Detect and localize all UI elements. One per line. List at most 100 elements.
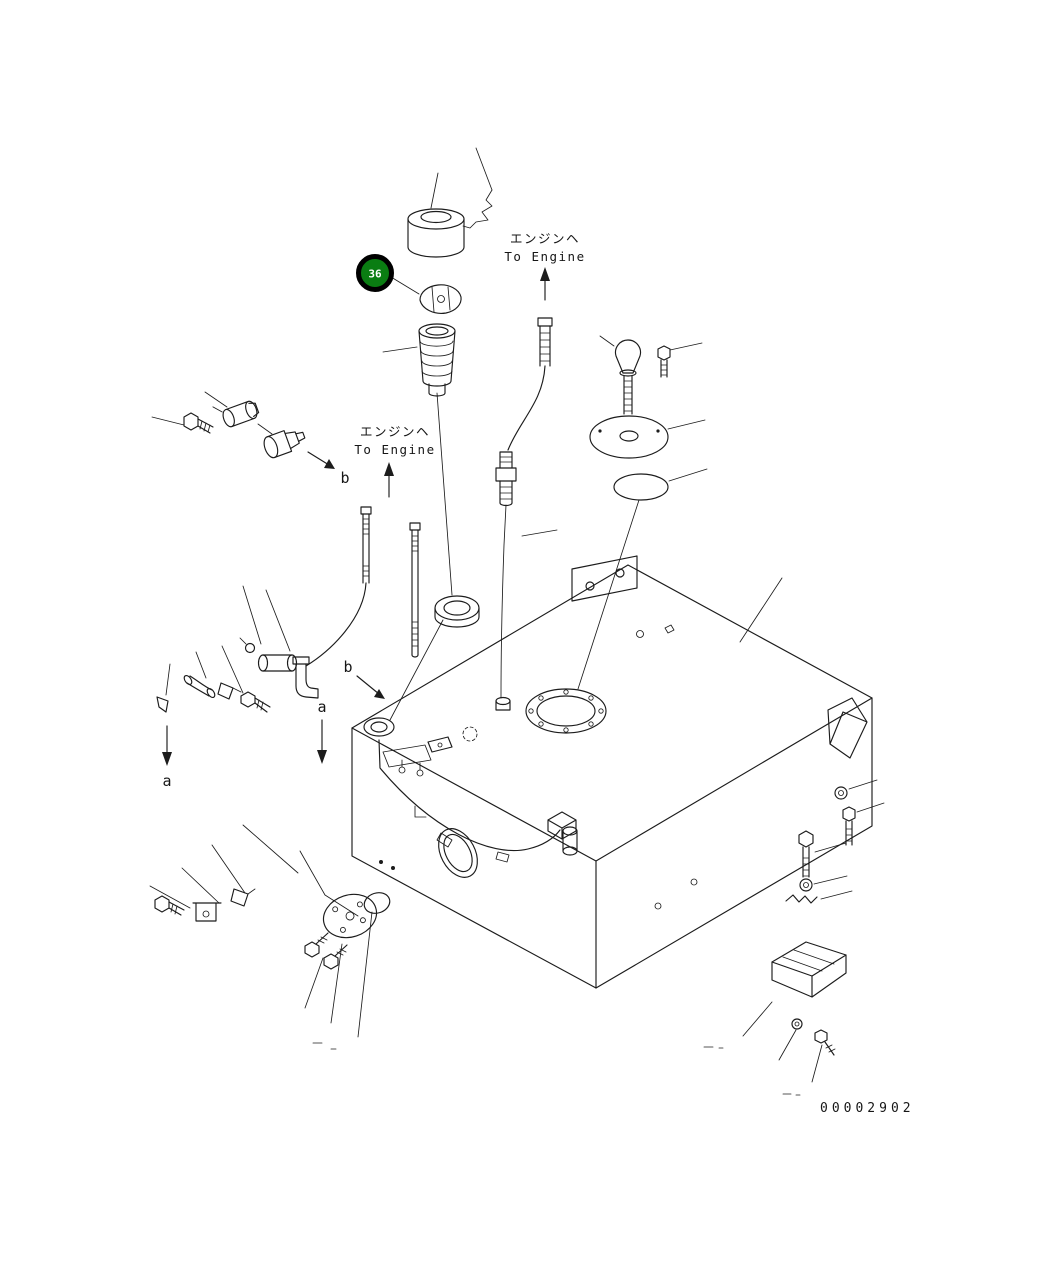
small-elbow xyxy=(217,682,242,700)
label-a-left: a xyxy=(162,772,171,790)
cover-bolt-2 xyxy=(323,944,348,970)
to-engine-en-left: To Engine xyxy=(354,442,435,457)
fuel-tank xyxy=(299,555,873,989)
arrowhead xyxy=(540,267,550,281)
stray-marks xyxy=(312,1042,801,1096)
sleeve xyxy=(257,654,298,672)
drain-bolt xyxy=(154,895,185,916)
elbow-fittings: a a b xyxy=(156,585,385,790)
washer-1 xyxy=(834,779,878,800)
left-fittings: b xyxy=(151,391,350,487)
arrowhead xyxy=(324,459,335,469)
balloon-number: 36 xyxy=(368,268,382,281)
to-engine-en-top: To Engine xyxy=(504,249,585,264)
bolt-1 xyxy=(842,802,885,846)
tiny-elbow xyxy=(156,696,169,713)
leader-line xyxy=(181,867,220,904)
balloon-leader xyxy=(390,276,420,295)
leader-line xyxy=(211,844,246,894)
leader-line xyxy=(304,957,324,1009)
drain-cover-assembly xyxy=(304,892,391,1038)
leader-line xyxy=(265,589,291,652)
hex-bolt xyxy=(183,412,214,434)
manhole-flange xyxy=(525,688,607,734)
leader-line xyxy=(242,585,262,645)
leader-line xyxy=(382,346,418,353)
leader-line xyxy=(475,147,493,191)
to-engine-note-top: エンジンヘ To Engine xyxy=(504,231,585,301)
to-engine-jp-left: エンジンヘ xyxy=(360,424,430,439)
balloon-circle[interactable] xyxy=(356,254,394,292)
label-b-lower: b xyxy=(343,658,352,676)
tank-back-bracket xyxy=(571,555,638,602)
fuel-cap-assembly xyxy=(382,147,493,721)
cap-lock xyxy=(419,284,462,314)
cover-bolt-1 xyxy=(304,932,329,958)
step-washer xyxy=(791,1018,803,1030)
filler-boss xyxy=(363,717,395,737)
breather-gasket xyxy=(613,468,708,501)
front-face-hose xyxy=(378,739,561,870)
short-hose xyxy=(183,674,216,699)
drain-fitting xyxy=(230,888,256,907)
direction-arrow-b xyxy=(307,451,330,466)
hex-bolt-small xyxy=(240,691,271,713)
leader-line xyxy=(151,416,185,426)
washer-2 xyxy=(799,875,848,892)
banjo-fitting xyxy=(239,637,256,654)
filler-strainer xyxy=(418,323,456,397)
pipe-to-tank xyxy=(500,504,507,699)
leader-line xyxy=(204,391,228,408)
sight-gauge-hole xyxy=(438,828,478,878)
leader-line xyxy=(195,651,207,679)
leader-line xyxy=(430,172,439,209)
breather-plate xyxy=(589,415,706,459)
drawing-number: 00002902 xyxy=(820,1101,915,1116)
filler-flange xyxy=(389,392,480,721)
tank-leader-line xyxy=(739,577,783,643)
leader-line xyxy=(357,911,373,1038)
cover-plate xyxy=(322,893,378,939)
fuel-line-tubes xyxy=(305,506,421,667)
cover-gasket xyxy=(363,892,391,914)
direction-arrow-b-lower xyxy=(356,675,380,695)
spring-washer xyxy=(785,890,853,904)
part-balloon-36[interactable]: 36 xyxy=(356,254,420,295)
tank-pipe-nut xyxy=(495,696,511,711)
leader-line xyxy=(149,885,191,909)
step-bolt xyxy=(814,1029,836,1056)
elbow-tube xyxy=(292,656,319,699)
arrowhead xyxy=(317,750,327,764)
leader-line xyxy=(778,1029,797,1061)
label-a-mid: a xyxy=(317,698,326,716)
cap-chain xyxy=(462,189,493,229)
right-face-fitting xyxy=(547,811,698,910)
fuel-tube-1 xyxy=(305,506,372,667)
breather-valve xyxy=(614,339,642,415)
tank-corner-line xyxy=(299,850,359,917)
leader-line xyxy=(257,423,273,435)
arrowhead xyxy=(162,752,172,766)
leader-line xyxy=(521,529,558,537)
leader-line xyxy=(599,335,615,347)
breather-bolt xyxy=(657,342,703,378)
arrowhead xyxy=(384,462,394,476)
leader-line xyxy=(165,663,171,696)
leader-line xyxy=(811,1044,823,1083)
fuel-cap xyxy=(407,208,465,258)
clamp-bracket xyxy=(192,902,222,922)
assembly-line xyxy=(577,499,640,690)
step-bracket-assembly xyxy=(742,941,847,1083)
top-face-fittings xyxy=(382,624,675,777)
step-bracket xyxy=(771,941,847,998)
leader-line xyxy=(242,824,299,874)
side-plate-notch xyxy=(827,697,868,759)
hose-union-fitting xyxy=(495,451,517,507)
leader-line xyxy=(330,943,343,1024)
coupler-fitting xyxy=(212,400,260,428)
leader-line xyxy=(221,645,244,694)
leader-line xyxy=(742,1001,773,1037)
drain-parts xyxy=(149,824,299,922)
to-engine-note-left: エンジンヘ To Engine xyxy=(354,424,435,498)
